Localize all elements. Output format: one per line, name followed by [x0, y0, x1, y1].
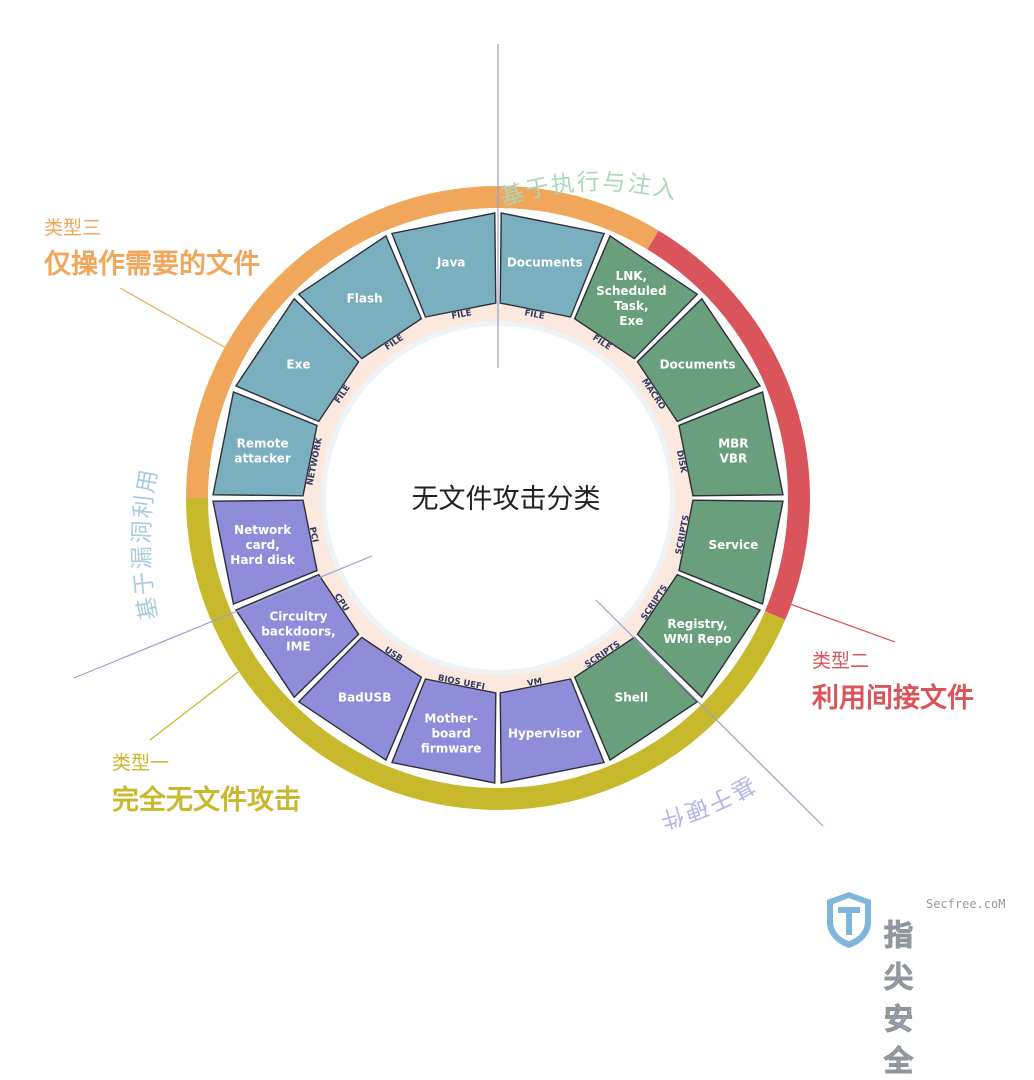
- segment-line: Remote: [237, 437, 289, 451]
- leader-type2: [789, 603, 896, 643]
- axis-line-left: [73, 555, 373, 679]
- segment-line: BadUSB: [338, 691, 391, 705]
- segment-line: firmware: [421, 741, 482, 755]
- segment-line: Exe: [619, 314, 643, 328]
- segment-line: Documents: [660, 358, 736, 372]
- segment-network-card: [212, 499, 318, 606]
- segment-line: Service: [708, 538, 758, 552]
- leader-type3: [119, 287, 227, 349]
- connector-label-documents-file: FILE: [524, 308, 546, 322]
- segment-label-exe: Exe: [286, 358, 310, 372]
- segment-service: [678, 499, 784, 606]
- segment-line: Shell: [615, 691, 649, 705]
- type1-sub: 类型一: [112, 752, 170, 774]
- segment-lnk: [573, 234, 699, 360]
- segment-line: Mother-: [424, 711, 478, 725]
- segment-label-documents-macro: Documents: [660, 358, 736, 372]
- segment-badusb: [297, 636, 423, 762]
- segment-documents-macro: [636, 297, 762, 423]
- segment-documents-file: [499, 212, 606, 318]
- connector-label-mbr: DISK: [674, 449, 688, 474]
- type2-sub: 类型二: [812, 650, 870, 672]
- segment-line: Circuitry: [269, 609, 327, 623]
- brand-name: 指尖安全: [883, 918, 915, 1079]
- segment-label-service: Service: [708, 538, 758, 552]
- segment-line: Exe: [286, 358, 310, 372]
- segment-line: WMI Repo: [664, 632, 732, 646]
- segment-exe: [234, 297, 360, 423]
- type-leaders: [119, 287, 896, 741]
- brand-shield-icon: [827, 892, 871, 948]
- quadrant-label-exploit: 基于漏洞利用: [129, 466, 163, 622]
- segment-remote-attacker: [212, 390, 318, 497]
- segment-line: LNK,: [616, 269, 648, 283]
- segment-flash: [297, 234, 423, 360]
- segment-line: MBR: [718, 437, 748, 451]
- leader-type1: [149, 671, 239, 741]
- segment-hypervisor: [499, 678, 606, 784]
- segment-label-flash: Flash: [347, 291, 383, 305]
- segment-line: Hypervisor: [508, 726, 582, 740]
- axis-line-right: [595, 599, 824, 827]
- segment-line: Task,: [614, 299, 648, 313]
- ring-type3-top: [498, 186, 659, 250]
- segment-line: card,: [245, 538, 279, 552]
- quadrant-label-hardware: 基于硬件: [655, 770, 758, 833]
- segment-label-documents-file: Documents: [507, 256, 583, 270]
- segment-line: Scheduled: [596, 284, 666, 298]
- segment-line: attacker: [234, 452, 291, 466]
- brand-site: Secfree.coM: [926, 897, 1006, 911]
- segment-label-shell: Shell: [615, 691, 649, 705]
- segment-line: Java: [436, 256, 465, 270]
- segment-mbr: [678, 390, 784, 497]
- segment-java: [390, 212, 497, 318]
- segment-circuitry: [234, 573, 360, 699]
- segment-label-badusb: BadUSB: [338, 691, 391, 705]
- connector-label-network-card: PCI: [307, 526, 320, 543]
- diagram-title: 无文件攻击分类: [412, 484, 601, 515]
- segment-line: VBR: [720, 452, 748, 466]
- segment-line: Documents: [507, 256, 583, 270]
- segment-label-hypervisor: Hypervisor: [508, 726, 582, 740]
- segment-line: Network: [234, 523, 292, 537]
- center-disc: [326, 326, 670, 670]
- type3-main: 仅操作需要的文件: [44, 249, 260, 280]
- type2-main: 利用间接文件: [812, 683, 974, 714]
- segment-label-java: Java: [436, 256, 465, 270]
- connector-label-hypervisor: VM: [526, 677, 543, 690]
- ring-type3: [186, 186, 659, 498]
- segment-line: Flash: [347, 291, 383, 305]
- connector-label-java: FILE: [451, 308, 473, 322]
- segment-motherboard: [390, 678, 497, 784]
- segment-label-registry: Registry,WMI Repo: [664, 617, 732, 646]
- segment-line: Hard disk: [230, 553, 296, 567]
- segment-line: IME: [286, 639, 311, 653]
- type1-main: 完全无文件攻击: [112, 785, 301, 816]
- segment-line: backdoors,: [261, 624, 335, 638]
- ring-type2: [647, 230, 811, 620]
- segment-line: Registry,: [667, 617, 727, 631]
- segment-line: board: [431, 726, 470, 740]
- type-ring: [185, 186, 811, 811]
- segment-registry: [636, 573, 762, 699]
- quadrant-axes: [73, 44, 824, 827]
- type3-sub: 类型三: [44, 217, 102, 239]
